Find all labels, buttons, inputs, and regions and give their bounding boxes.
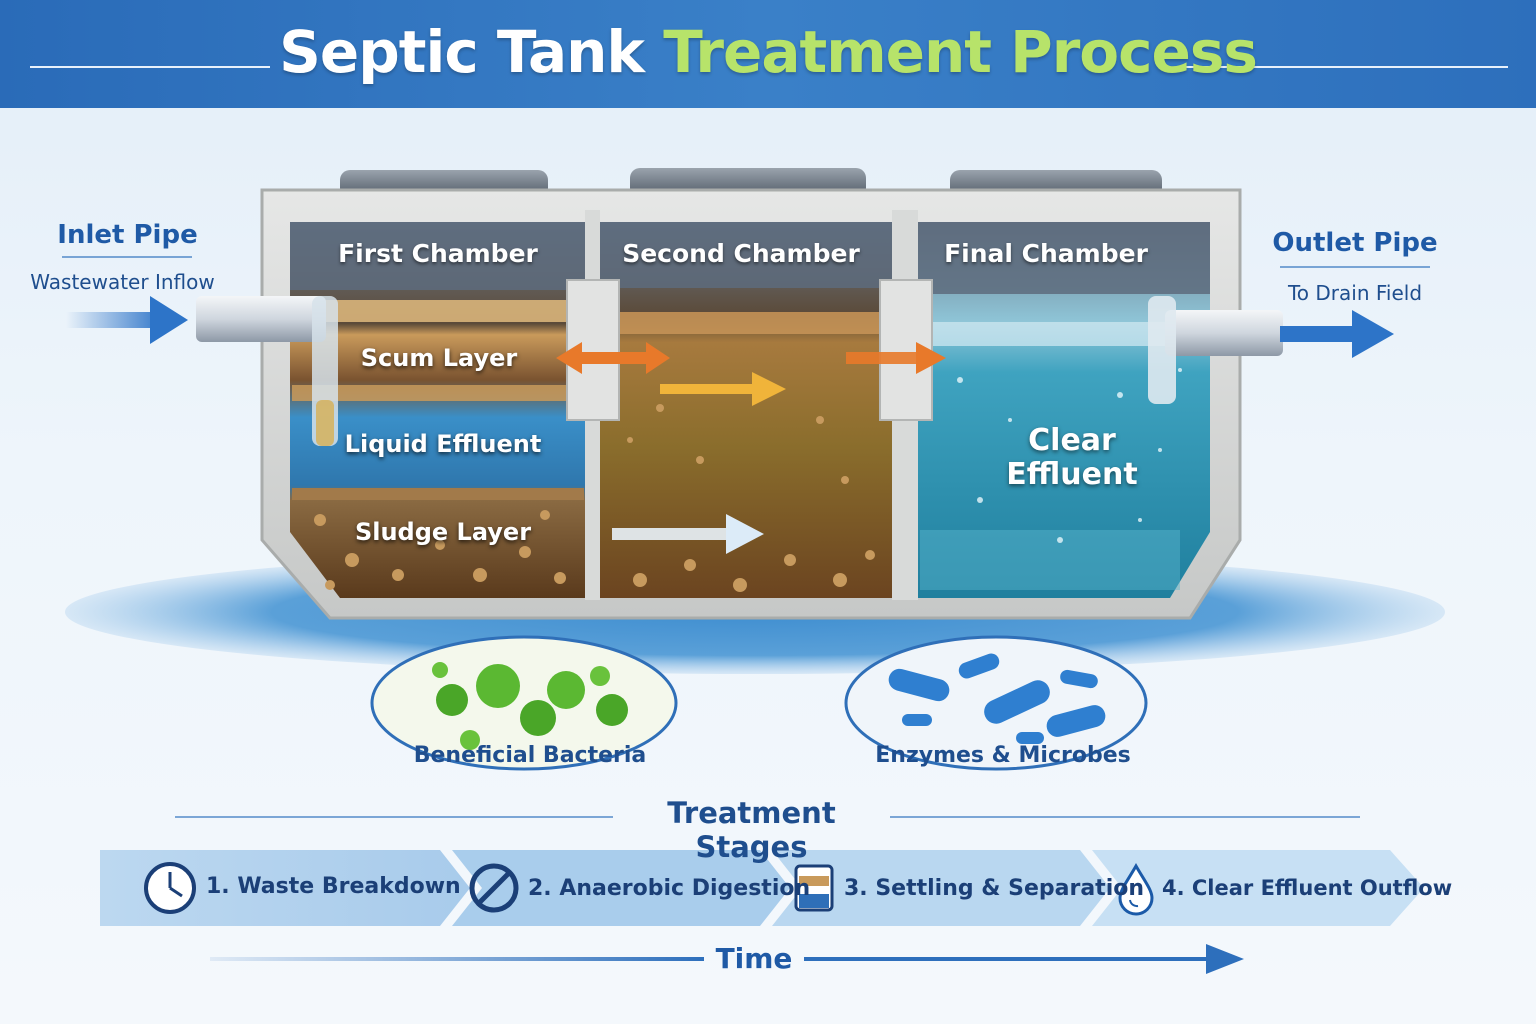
scum-band-2: [292, 385, 584, 401]
inlet-pipe-label: Inlet Pipe: [57, 220, 198, 250]
inlet-drip: [316, 400, 334, 446]
page-title: Septic Tank Treatment Process: [0, 18, 1536, 86]
final-chamber-fill: [918, 222, 1210, 598]
final-bottom-ripples: [920, 530, 1180, 590]
outlet-underline: [1280, 266, 1430, 268]
scum-layer-label: Scum Layer: [360, 344, 518, 372]
outlet-pipe: [1165, 310, 1283, 356]
inflow-arrow: [66, 296, 188, 344]
final-chamber-label: Final Chamber: [944, 239, 1148, 268]
outlet-tee: [1148, 296, 1176, 404]
clear-effluent-label: Clear Effluent: [960, 424, 1184, 492]
inlet-pipe: [196, 296, 326, 342]
stages-rule-right: [890, 816, 1360, 818]
header-rule-right: [1178, 66, 1508, 68]
time-rule-left: [210, 957, 704, 961]
clock-icon: [144, 862, 196, 914]
scum-band-1: [292, 300, 584, 322]
final-chamber-air: [918, 222, 1210, 294]
beneficial-bacteria-label: Beneficial Bacteria: [413, 743, 647, 768]
inlet-underline: [62, 256, 192, 258]
liquid-effluent-label: Liquid Effluent: [344, 430, 542, 458]
first-chamber-label: First Chamber: [338, 239, 538, 268]
sludge-top-band: [292, 488, 584, 500]
second-scum-band: [602, 312, 890, 334]
flow-arrow-yellow: [660, 372, 786, 406]
stage-1-label: 1. Waste Breakdown: [206, 874, 461, 899]
drain-field-label: To Drain Field: [1287, 281, 1423, 305]
stage-3-label: 3. Settling & Separation: [844, 876, 1145, 901]
stages-rule-left: [175, 816, 613, 818]
microbes-illustration: [844, 635, 1148, 771]
stage-4-label: 4. Clear Effluent Outflow: [1162, 876, 1453, 900]
header-banner: [0, 0, 1536, 108]
time-rule-right: [804, 957, 1214, 961]
sludge-particles: [314, 404, 875, 592]
stage-2-label: 2. Anaerobic Digestion: [528, 876, 811, 901]
title-part-1: Septic Tank: [279, 18, 645, 86]
outlet-pipe-label: Outlet Pipe: [1272, 228, 1438, 258]
clear-effluent-line-1: Clear: [1028, 423, 1116, 458]
no-oxygen-icon: [469, 863, 519, 913]
clear-water-bubbles: [957, 368, 1182, 543]
outflow-arrow: [1280, 310, 1394, 358]
treatment-stages-title: Treatment Stages: [667, 796, 836, 864]
stage-chevrons: [100, 850, 1424, 926]
time-arrowhead: [1206, 944, 1244, 974]
transfer-arrow-2: [846, 342, 946, 374]
sludge-layer-label: Sludge Layer: [354, 518, 532, 546]
title-part-2: Treatment Process: [663, 18, 1258, 86]
flow-arrow-white: [612, 514, 764, 554]
baffle-block-1: [566, 279, 620, 421]
wastewater-inflow-label: Wastewater Inflow: [30, 270, 215, 294]
enzymes-microbes-label: Enzymes & Microbes: [875, 743, 1131, 768]
second-chamber-air: [600, 222, 892, 288]
clear-effluent-line-2: Effluent: [1006, 457, 1138, 492]
settling-jar-icon: [794, 864, 834, 912]
first-chamber-air: [290, 222, 585, 290]
second-chamber-label: Second Chamber: [622, 239, 860, 268]
transfer-arrow-1: [556, 342, 670, 374]
header-rule-left: [30, 66, 270, 68]
water-drop-icon: [1118, 862, 1154, 916]
bacteria-illustration: [370, 635, 678, 771]
time-label: Time: [715, 942, 793, 975]
